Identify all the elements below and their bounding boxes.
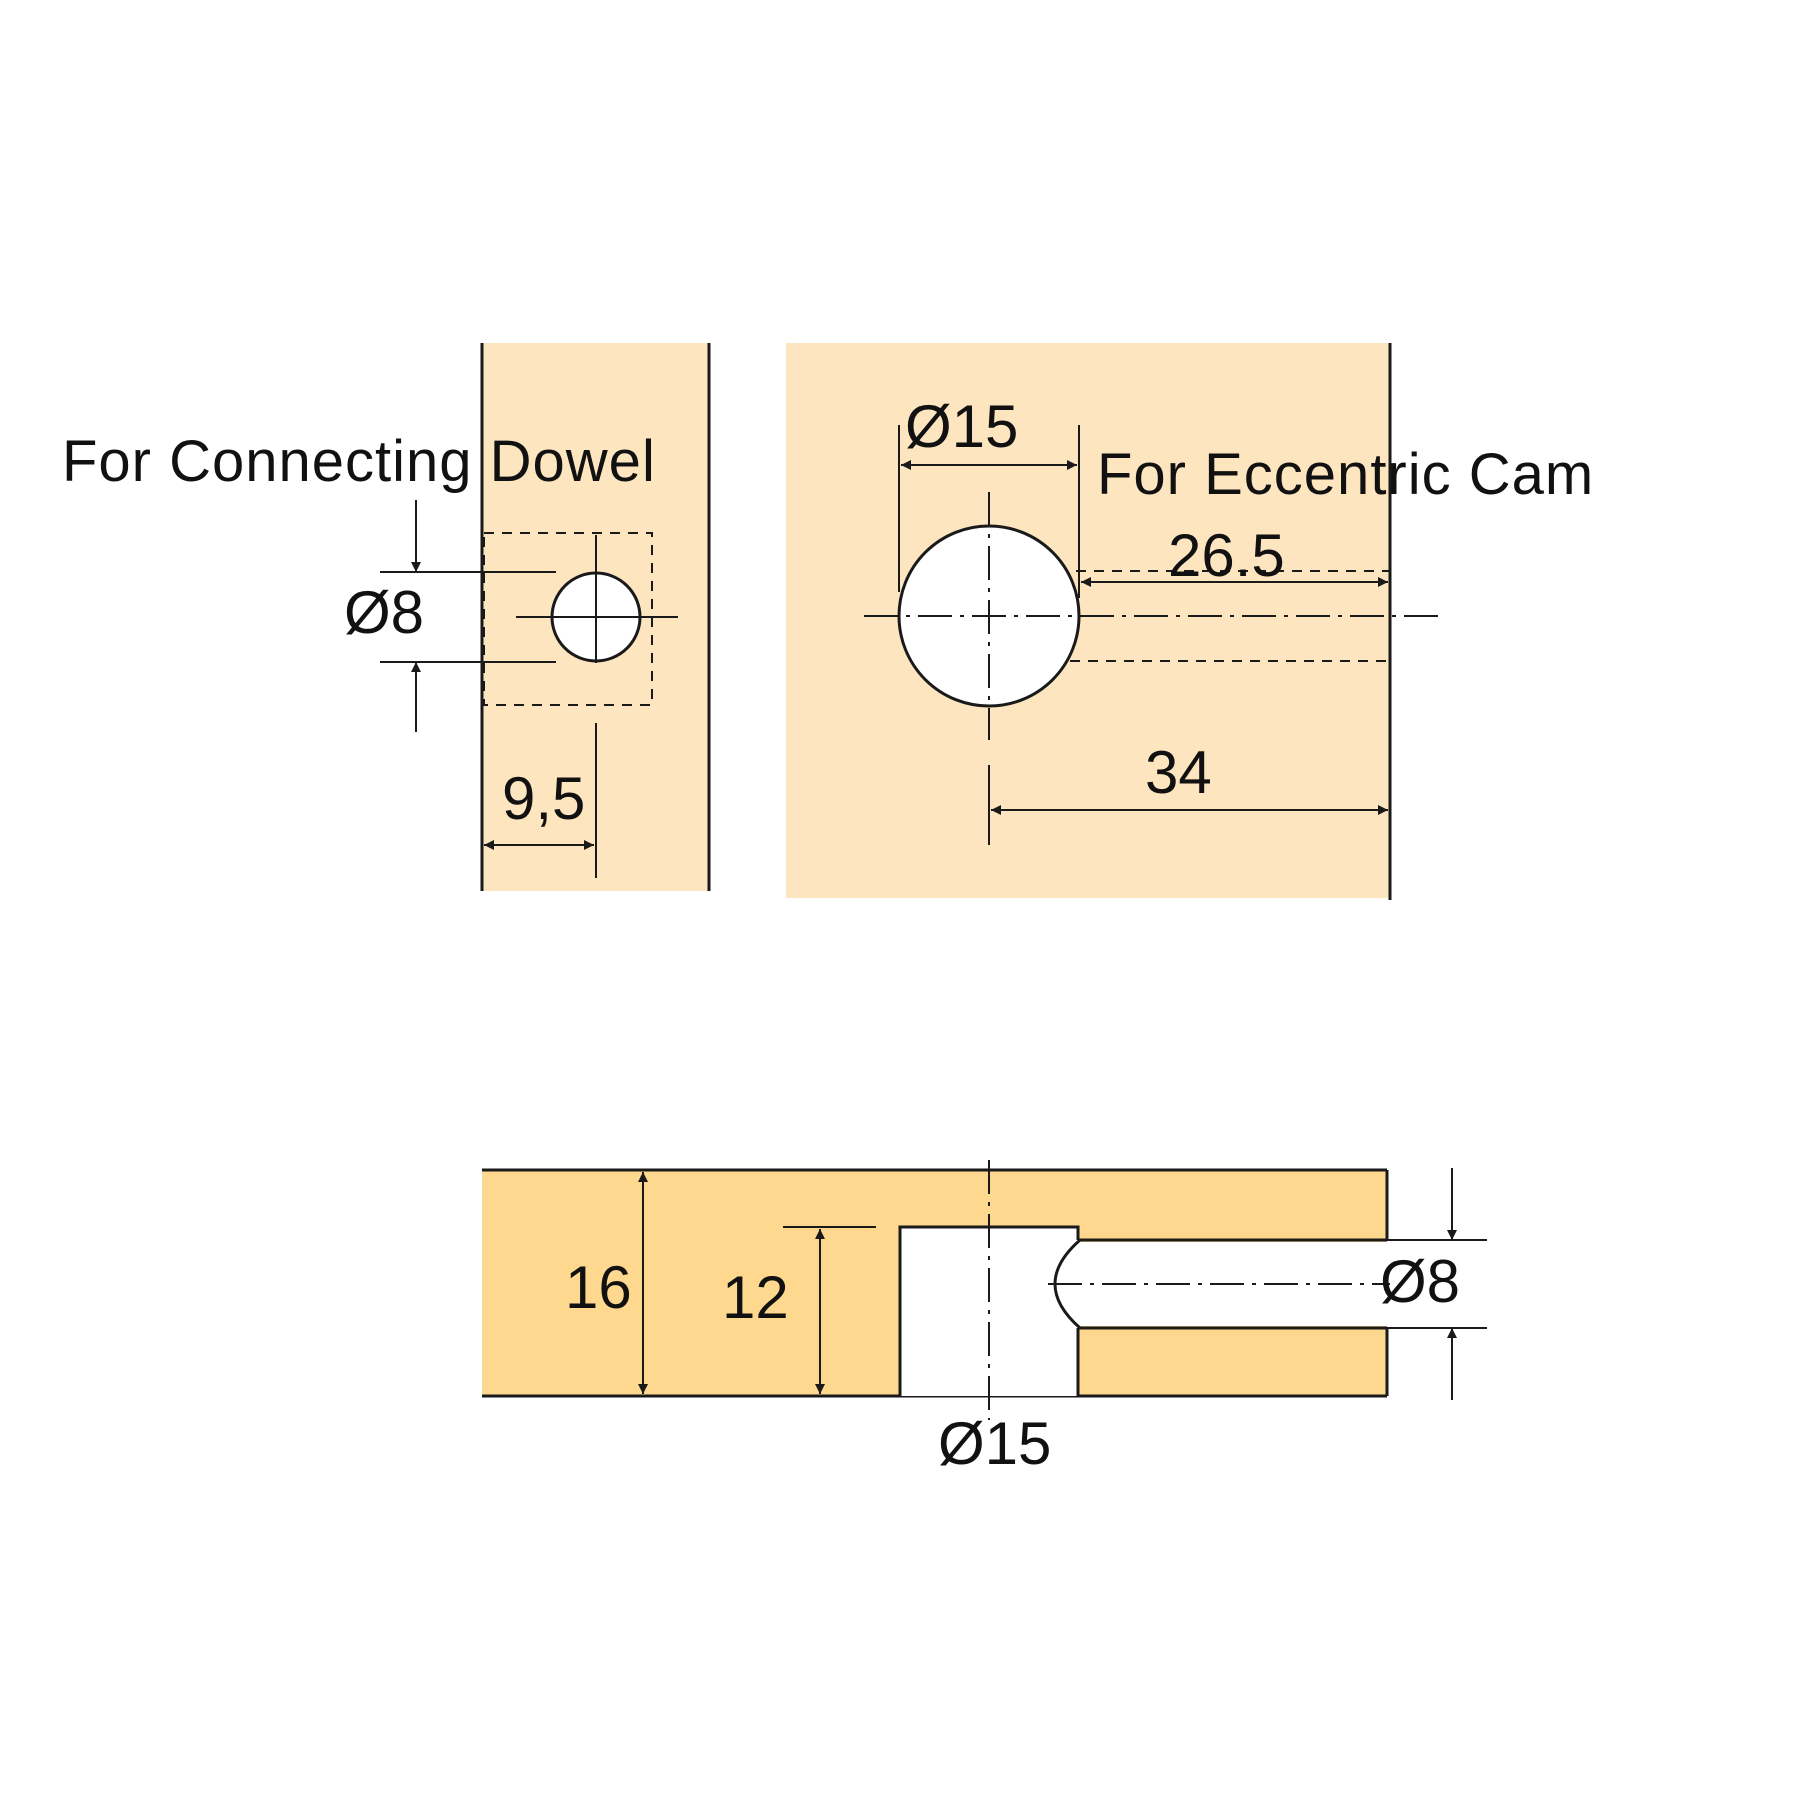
cam-panel xyxy=(786,343,1390,898)
dowel-bore-outline xyxy=(483,532,653,706)
dowel-panel-view xyxy=(380,343,711,891)
dowel-title: For Connecting Dowel xyxy=(62,429,656,494)
cam-hole-dia-label: Ø15 xyxy=(905,393,1018,460)
section-cam-dia-label: Ø15 xyxy=(938,1410,1051,1477)
section-bore-dia-label: Ø8 xyxy=(1380,1248,1460,1315)
cam-panel-view xyxy=(786,343,1445,900)
cam-title: For Eccentric Cam xyxy=(1097,442,1594,507)
cam-bore-length-label: 26.5 xyxy=(1168,522,1285,589)
dowel-offset-label: 9,5 xyxy=(502,765,585,832)
cross-section-view xyxy=(482,1160,1487,1420)
section-thickness-label: 16 xyxy=(565,1254,632,1321)
cam-center-offset-label: 34 xyxy=(1145,739,1212,806)
section-depth-label: 12 xyxy=(722,1264,789,1331)
dowel-hole-dia-label: Ø8 xyxy=(344,579,424,646)
